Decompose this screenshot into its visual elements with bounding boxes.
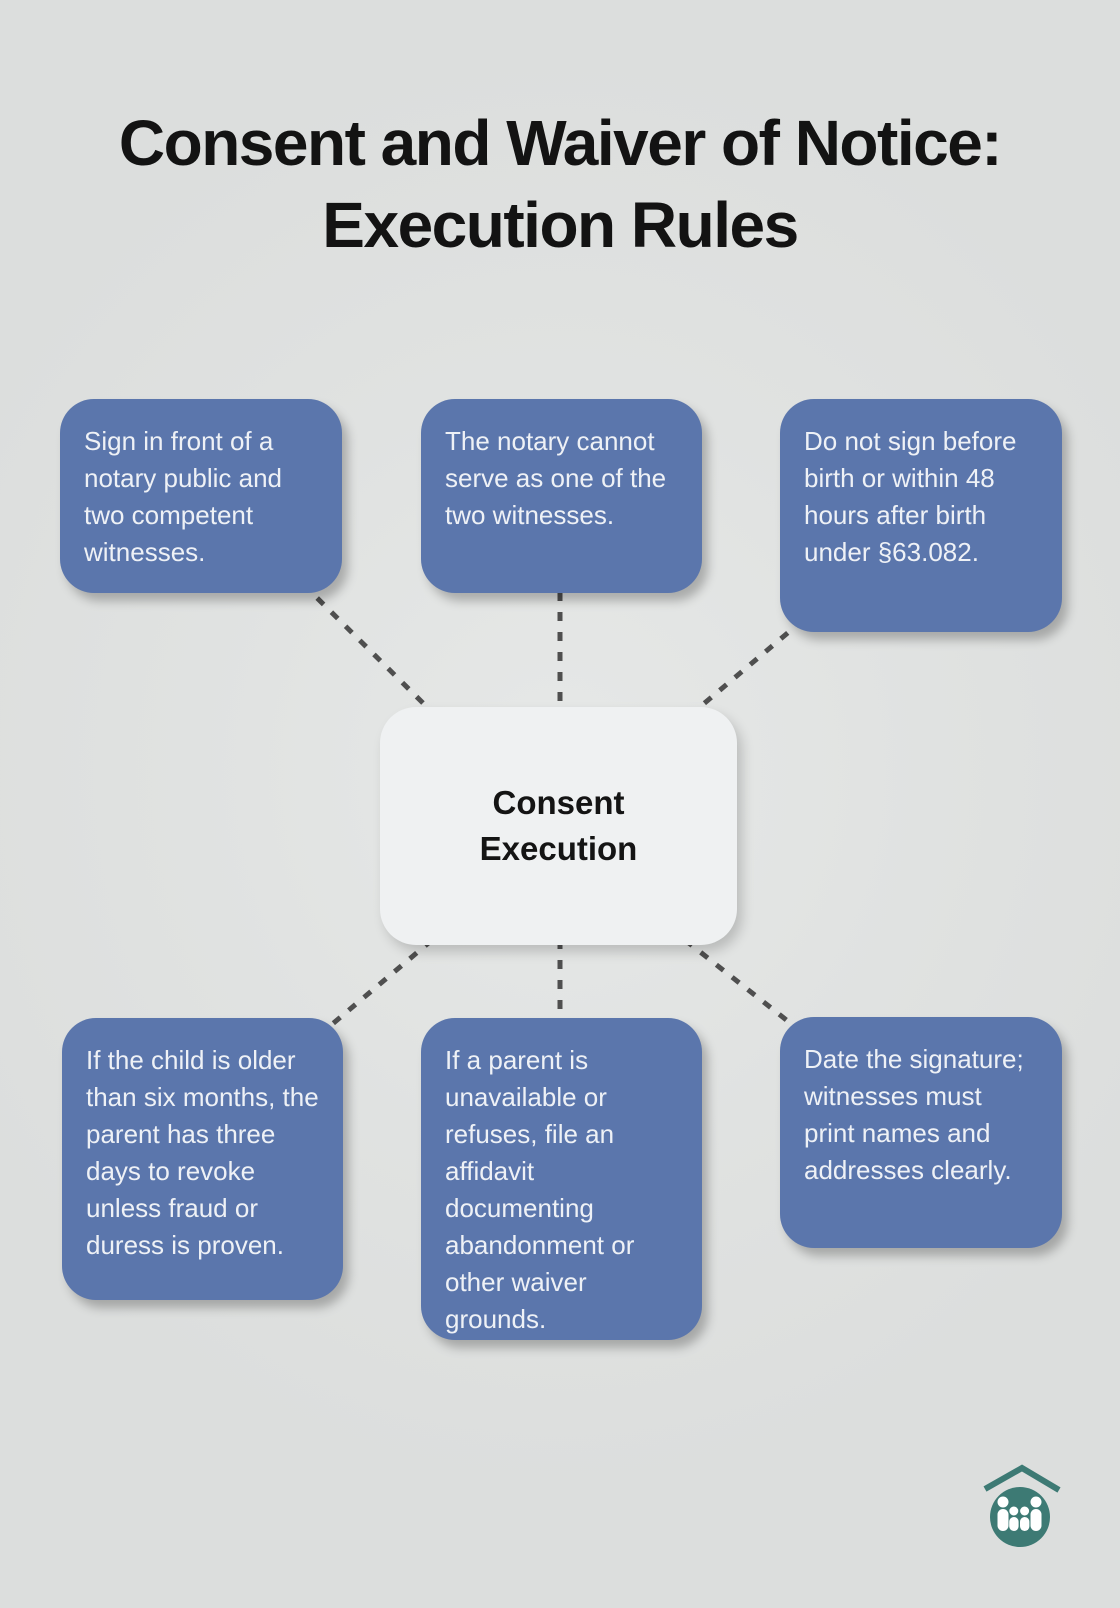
family-figures <box>997 1496 1042 1531</box>
center-node-consent-execution: Consent Execution <box>380 707 737 945</box>
connector-top-right <box>692 618 805 714</box>
roof-shape <box>983 1464 1061 1493</box>
page-title: Consent and Waiver of Notice: Execution … <box>0 102 1120 266</box>
connector-top-left <box>301 582 434 714</box>
rule-text: The notary cannot serve as one of the tw… <box>445 426 667 530</box>
rule-box-bottom-right: Date the signature; witnesses must print… <box>780 1017 1062 1248</box>
rule-text: Sign in front of a notary public and two… <box>84 426 283 567</box>
rule-box-top-center: The notary cannot serve as one of the tw… <box>421 399 702 593</box>
rule-text: Do not sign before birth or within 48 ho… <box>804 426 1017 567</box>
center-node-line-1: Consent <box>492 784 625 821</box>
family-under-roof-icon <box>983 1464 1061 1547</box>
connector-bottom-left <box>328 938 434 1028</box>
rule-box-top-left: Sign in front of a notary public and two… <box>60 399 342 593</box>
rule-box-bottom-center: If a parent is unavailable or refuses, f… <box>421 1018 702 1340</box>
rule-text: If the child is older than six months, t… <box>86 1045 319 1260</box>
rule-text: If a parent is unavailable or refuses, f… <box>445 1045 635 1334</box>
rule-box-bottom-left: If the child is older than six months, t… <box>62 1018 343 1300</box>
connector-bottom-right <box>683 938 796 1028</box>
page-title-line-1: Consent and Waiver of Notice: <box>118 107 1003 179</box>
page-title-line-2: Execution Rules <box>322 189 799 261</box>
center-node-line-2: Execution <box>479 830 638 867</box>
rule-text: Date the signature; witnesses must print… <box>804 1044 1024 1185</box>
rule-box-top-right: Do not sign before birth or within 48 ho… <box>780 399 1062 632</box>
